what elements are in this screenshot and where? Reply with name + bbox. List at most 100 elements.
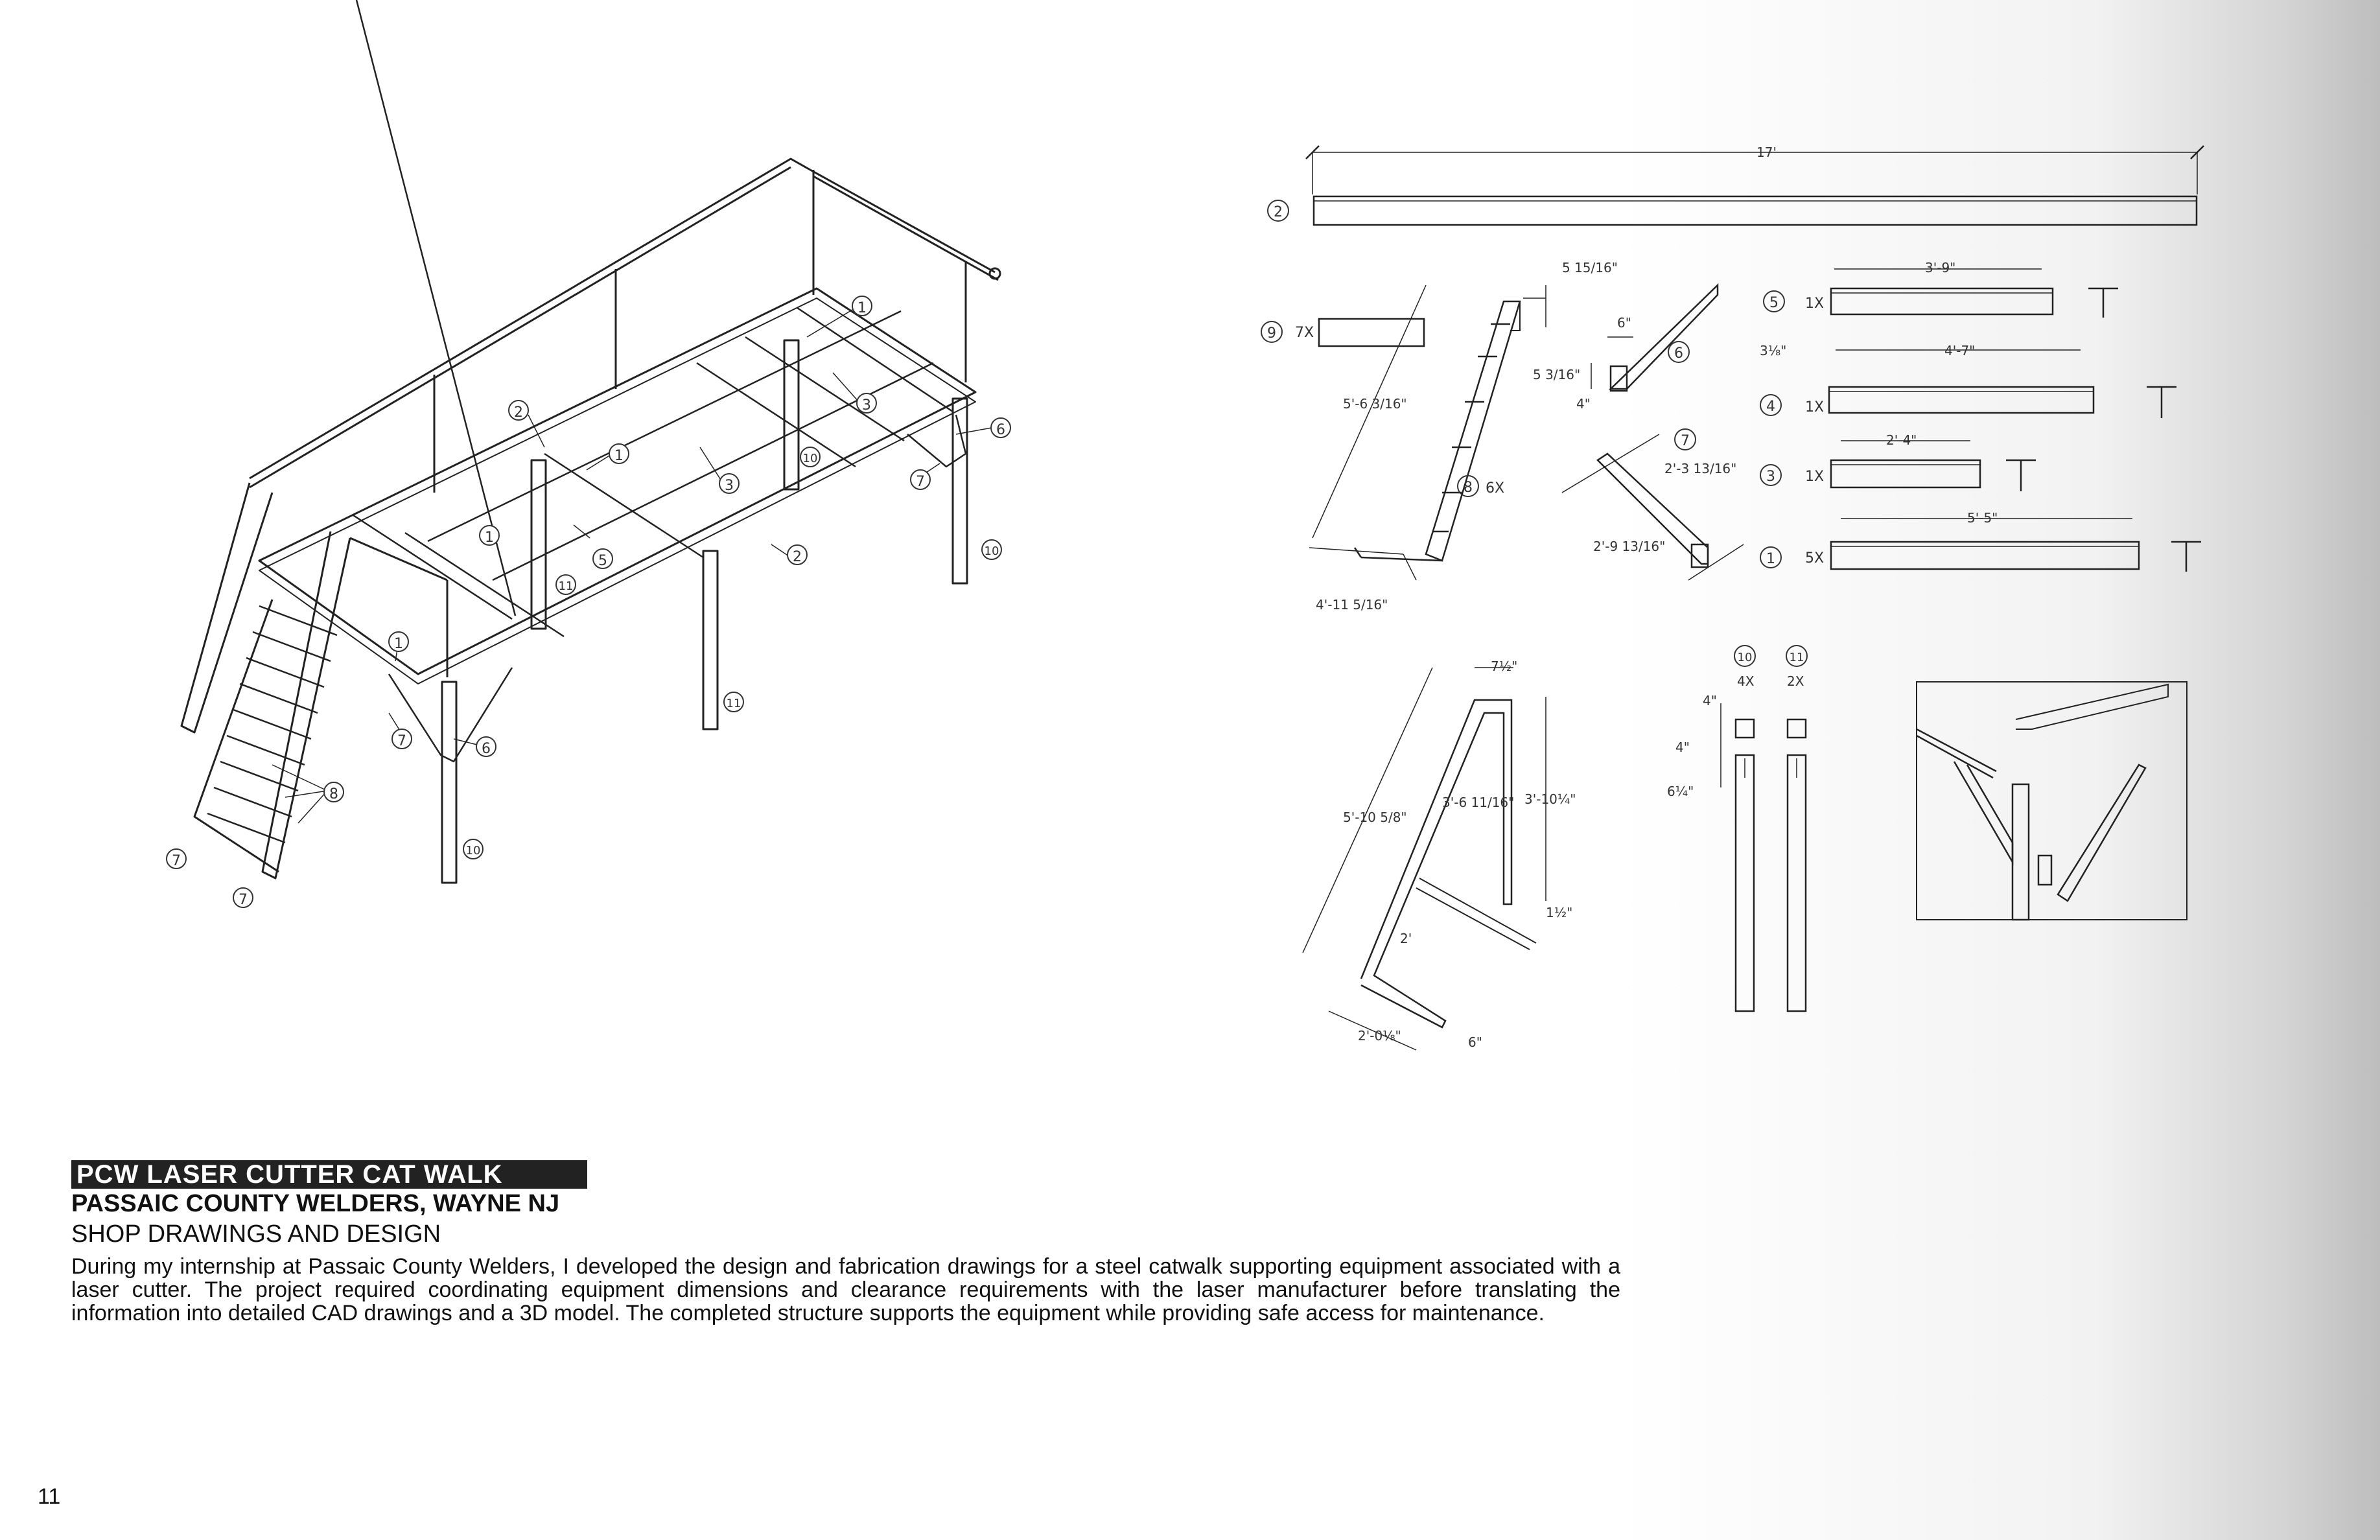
svg-text:3: 3 xyxy=(862,397,871,414)
callout-1d: 1 xyxy=(388,631,409,652)
svg-text:10: 10 xyxy=(466,844,481,858)
svg-text:11: 11 xyxy=(559,579,574,593)
part-details xyxy=(1302,145,2204,1051)
part-6-brace xyxy=(1591,283,1719,392)
project-title-block: PCW LASER CUTTER CAT WALK PASSAIC COUNTY… xyxy=(71,1160,1627,1325)
svg-text:2'-4": 2'-4" xyxy=(1886,432,1917,448)
svg-text:4: 4 xyxy=(1766,399,1775,415)
svg-text:2: 2 xyxy=(1274,204,1283,220)
part-4-angle xyxy=(1828,349,2176,418)
svg-text:2: 2 xyxy=(514,404,523,421)
svg-text:1: 1 xyxy=(485,530,494,546)
svg-text:10: 10 xyxy=(985,544,999,558)
connection-detail xyxy=(1916,681,2188,921)
project-category: SHOP DRAWINGS AND DESIGN xyxy=(71,1220,441,1248)
stair-assembly xyxy=(180,482,449,880)
callout-9a: 8 xyxy=(323,782,344,802)
svg-text:7X: 7X xyxy=(1295,325,1314,341)
svg-text:3: 3 xyxy=(1766,469,1775,485)
part-2-beam xyxy=(1305,145,2204,226)
svg-text:4X: 4X xyxy=(1737,673,1755,689)
callout-5a: 5 xyxy=(592,548,613,569)
svg-text:6¼": 6¼" xyxy=(1667,784,1694,799)
callout-3a: 3 xyxy=(719,473,740,494)
svg-text:10: 10 xyxy=(803,452,818,465)
project-description: During my internship at Passaic County W… xyxy=(71,1254,1620,1325)
svg-text:6": 6" xyxy=(1468,1034,1482,1050)
callout-2a: 2 xyxy=(508,400,529,421)
callout-6a: 6 xyxy=(990,417,1011,438)
project-title: PCW LASER CUTTER CAT WALK xyxy=(71,1160,587,1189)
handrail xyxy=(249,158,1001,493)
svg-text:7: 7 xyxy=(916,474,925,490)
callout-8a: 7 xyxy=(166,848,187,869)
svg-text:8: 8 xyxy=(329,786,338,802)
callout-7b: 7 xyxy=(391,729,412,749)
svg-text:3'-10¼": 3'-10¼" xyxy=(1524,791,1576,807)
svg-text:1: 1 xyxy=(1766,551,1775,567)
callout-6b: 6 xyxy=(476,736,496,757)
part-3-angle xyxy=(1830,440,2036,491)
callout-11a: 11 xyxy=(555,574,576,595)
svg-text:9: 9 xyxy=(1267,325,1276,342)
svg-text:6: 6 xyxy=(482,741,491,757)
part-9-tread xyxy=(1318,318,1425,347)
part-2-bubble xyxy=(1267,200,1289,222)
callout-1a: 1 xyxy=(852,296,872,316)
svg-text:3'-6 11/16": 3'-6 11/16" xyxy=(1442,795,1514,810)
svg-text:6: 6 xyxy=(996,422,1005,438)
support-legs xyxy=(441,339,968,884)
callout-3b: 3 xyxy=(856,393,877,414)
svg-text:7: 7 xyxy=(172,853,181,869)
svg-text:5X: 5X xyxy=(1805,550,1824,566)
svg-text:7: 7 xyxy=(397,733,406,749)
svg-text:5: 5 xyxy=(1769,295,1779,311)
svg-text:3⅛": 3⅛" xyxy=(1760,343,1786,358)
svg-text:5'-5": 5'-5" xyxy=(1967,510,1998,526)
svg-text:17': 17' xyxy=(1756,145,1777,160)
svg-text:1: 1 xyxy=(858,300,867,316)
svg-text:5 3/16": 5 3/16" xyxy=(1533,367,1580,382)
svg-text:10: 10 xyxy=(1738,651,1753,664)
deck-outline xyxy=(258,287,977,675)
svg-text:7: 7 xyxy=(239,892,248,908)
svg-text:7½": 7½" xyxy=(1491,659,1517,674)
iso-callout-bubbles: 1 2 1 3 3 6 7 10 1 5 2 11 10 1 11 7 6 8 … xyxy=(166,296,1011,908)
part-5-angle xyxy=(1830,268,2118,318)
svg-text:6": 6" xyxy=(1617,315,1631,331)
part-detail-labels: 17' 2 9 7X 5 15/16" 5 3/16" 5'-6 3/16" 4… xyxy=(1261,145,1998,1050)
svg-text:6X: 6X xyxy=(1486,480,1504,496)
part-7-brace xyxy=(1561,434,1744,581)
svg-text:2': 2' xyxy=(1400,931,1412,946)
callout-8b: 7 xyxy=(233,887,253,908)
svg-text:1X: 1X xyxy=(1805,469,1824,485)
svg-text:4": 4" xyxy=(1576,396,1591,412)
svg-text:2'-3 13/16": 2'-3 13/16" xyxy=(1664,461,1736,476)
handrail-detail xyxy=(1302,667,1546,1051)
svg-text:5'-6 3/16": 5'-6 3/16" xyxy=(1343,396,1407,412)
knee-braces xyxy=(388,414,967,763)
page-number: 11 xyxy=(38,1484,61,1509)
svg-text:7: 7 xyxy=(1681,433,1690,449)
svg-text:1: 1 xyxy=(394,636,403,652)
svg-text:3'-9": 3'-9" xyxy=(1925,260,1955,275)
svg-text:5'-10 5/8": 5'-10 5/8" xyxy=(1343,810,1407,825)
svg-text:4": 4" xyxy=(1703,693,1717,708)
posts-detail xyxy=(1720,703,1807,1012)
callout-1b: 1 xyxy=(609,443,629,464)
callout-7a: 7 xyxy=(910,469,931,490)
svg-text:8: 8 xyxy=(1464,480,1473,496)
project-client: PASSAIC COUNTY WELDERS, WAYNE NJ xyxy=(71,1190,560,1217)
part-1-angle xyxy=(1830,518,2201,572)
svg-text:11: 11 xyxy=(1790,651,1804,664)
svg-text:4'-11 5/16": 4'-11 5/16" xyxy=(1316,597,1388,612)
isometric-catwalk-view xyxy=(180,0,1001,884)
callout-1c: 1 xyxy=(479,525,500,546)
callout-10a: 10 xyxy=(800,447,821,467)
svg-text:11: 11 xyxy=(727,697,741,710)
svg-text:5 15/16": 5 15/16" xyxy=(1562,260,1618,275)
part-8-stringer xyxy=(1309,285,1546,581)
deck-crossmembers xyxy=(353,0,953,638)
callout-10c: 10 xyxy=(463,839,484,859)
